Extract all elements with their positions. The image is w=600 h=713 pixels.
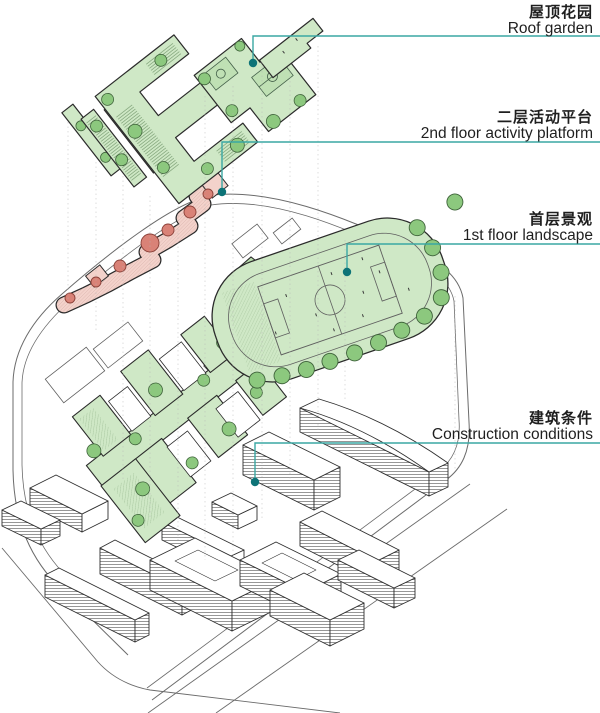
label-construction-en: Construction conditions — [432, 426, 593, 443]
building-block — [269, 572, 365, 647]
projection-lines — [67, 46, 456, 560]
label-first-floor-en: 1st floor landscape — [463, 227, 593, 244]
leader-construction — [254, 442, 600, 482]
field-marks — [274, 257, 410, 335]
leader-activity-platform — [221, 141, 600, 192]
building-block — [44, 567, 150, 643]
label-construction-zh: 建筑条件 — [529, 409, 593, 427]
label-roof-garden-en: Roof garden — [508, 20, 593, 37]
building-block — [337, 549, 416, 609]
building-block — [211, 492, 258, 530]
leader-dot-roof-garden — [248, 58, 258, 68]
label-activity-platform-en: 2nd floor activity platform — [421, 125, 593, 142]
building-block — [1, 500, 61, 546]
leader-roof-garden — [252, 35, 600, 63]
building-block — [29, 474, 109, 533]
first-floor-landscape-layer — [71, 193, 464, 544]
activity-platform-layer — [55, 169, 229, 314]
leader-dot-construction — [250, 477, 260, 487]
layer-labels: 屋顶花园 Roof garden 二层活动平台 2nd floor activi… — [421, 3, 594, 443]
leader-dot-activity-platform — [217, 187, 227, 197]
building-block — [299, 398, 449, 497]
leader-lines — [221, 35, 600, 482]
label-roof-garden-zh: 屋顶花园 — [529, 3, 593, 21]
leader-dots — [217, 58, 352, 487]
construction-conditions-layer — [1, 398, 449, 647]
leader-first-floor — [346, 243, 600, 272]
leader-dot-first-floor — [342, 267, 352, 277]
label-first-floor-zh: 首层景观 — [529, 210, 593, 228]
roof-garden-layer — [61, 17, 324, 205]
label-activity-platform-zh: 二层活动平台 — [497, 108, 593, 126]
